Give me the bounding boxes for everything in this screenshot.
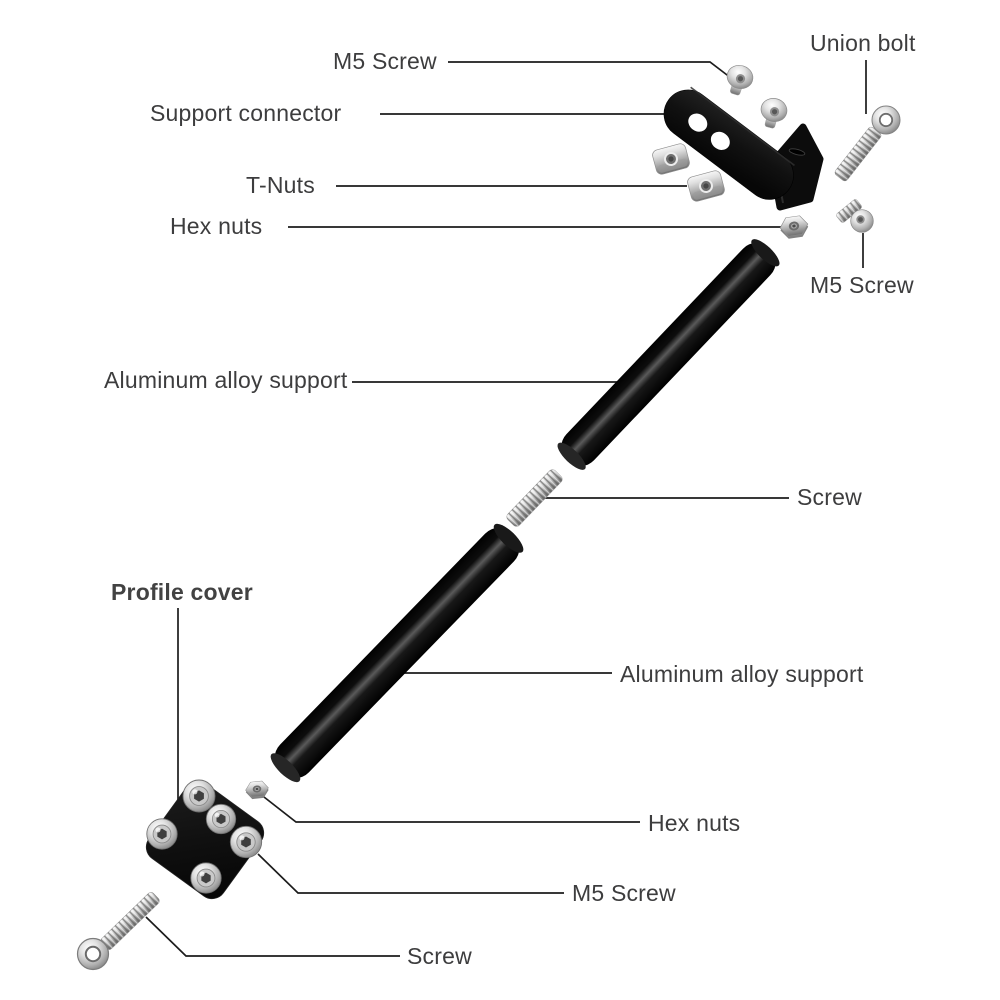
label-union-bolt: Union bolt	[810, 30, 916, 56]
label-aluminum-support-upper: Aluminum alloy support	[104, 367, 348, 393]
leader-m5-screw-top	[448, 61, 732, 79]
plate-screw	[190, 862, 222, 894]
t-nut-part-2	[685, 169, 727, 203]
label-hex-nuts-top: Hex nuts	[170, 213, 263, 239]
plate-screw	[146, 818, 178, 850]
hex-nut-part-bottom	[244, 779, 270, 801]
label-screw-bottom: Screw	[407, 943, 472, 969]
hex-nut-part-top	[778, 214, 811, 241]
label-screw-middle: Screw	[797, 484, 862, 510]
leader-hex-nuts-bottom	[263, 796, 640, 823]
plate-screw	[182, 779, 216, 813]
aluminum-tube-lower-part	[270, 523, 524, 783]
plate-screw	[229, 825, 263, 859]
union-bolt-part	[834, 105, 901, 182]
support-connector-part	[663, 86, 824, 211]
label-m5-screw-bottom: M5 Screw	[572, 880, 676, 906]
leader-screw-bottom	[145, 916, 400, 957]
label-m5-screw-top: M5 Screw	[333, 48, 437, 74]
t-nut-part-1	[650, 142, 692, 176]
label-support-connector: Support connector	[150, 100, 342, 126]
leader-m5-screw-bottom	[257, 853, 564, 894]
profile-cover-part	[145, 779, 265, 900]
set-screw-part-middle	[506, 469, 563, 527]
label-m5-screw-right: M5 Screw	[810, 272, 914, 298]
aluminum-tube-upper-part	[557, 239, 780, 470]
screw-part-bottom	[76, 892, 160, 971]
label-aluminum-support-lower: Aluminum alloy support	[620, 661, 864, 687]
m5-screw-part-right	[836, 199, 874, 233]
m5-screw-part-b	[756, 95, 791, 132]
label-hex-nuts-bottom: Hex nuts	[648, 810, 741, 836]
label-profile-cover: Profile cover	[111, 579, 253, 605]
plate-screw	[205, 803, 237, 835]
m5-screw-part-a	[721, 61, 757, 99]
label-t-nuts: T-Nuts	[246, 172, 315, 198]
